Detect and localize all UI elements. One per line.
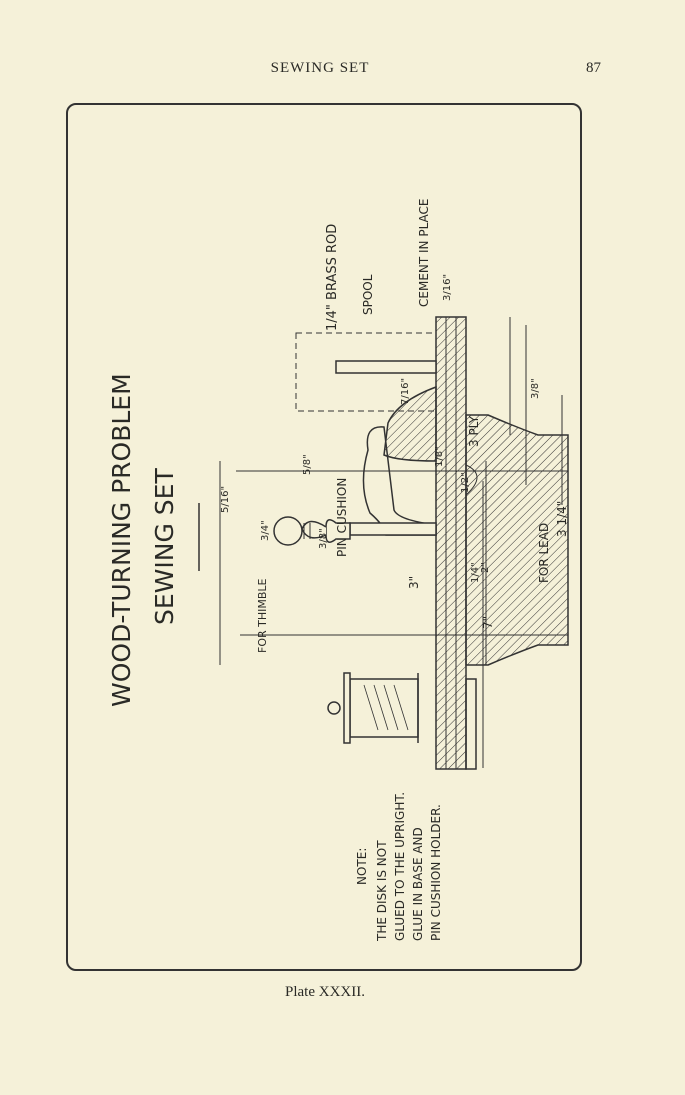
note-line-4: PIN CUSHION HOLDER.	[429, 804, 443, 941]
dim-1-4: 1/4"	[470, 562, 481, 583]
label-pin-cushion: PIN CUSHION	[335, 478, 349, 557]
spool-outline	[295, 332, 437, 412]
dimension-lines	[219, 317, 568, 768]
label-three-ply: 3 PLY	[467, 415, 481, 447]
pin-cushion-holder	[383, 385, 437, 462]
dim-1-2: 1/2"	[460, 472, 471, 493]
note-line-3: GLUE IN BASE AND	[411, 827, 425, 941]
dim-3-1-4: 3 1/4"	[555, 501, 569, 537]
note-line-1: THE DISK IS NOT	[375, 840, 389, 942]
base-disk	[435, 316, 467, 770]
technical-drawing: WOOD-TURNING PROBLEM SEWING SET	[107, 198, 569, 942]
dim-3-4: 3/4"	[260, 520, 271, 541]
label-spool: SPOOL	[361, 274, 375, 315]
plate-title-line1: WOOD-TURNING PROBLEM	[107, 373, 136, 707]
dim-3-16: 3/16"	[442, 274, 453, 301]
label-for-lead: FOR LEAD	[537, 523, 551, 583]
brass-rod	[335, 360, 437, 374]
plate-frame: WOOD-TURNING PROBLEM SEWING SET	[66, 103, 582, 971]
dim-1-8: 1/8"	[434, 446, 445, 467]
dim-3in: 3"	[407, 576, 421, 589]
running-head: SEWING SET 87	[0, 60, 685, 84]
upright-spindle	[349, 522, 437, 536]
running-head-title: SEWING SET	[270, 60, 370, 76]
page-number: 87	[586, 60, 601, 76]
dim-5-16: 5/16"	[220, 486, 231, 513]
note-block: NOTE: THE DISK IS NOT GLUED TO THE UPRIG…	[355, 792, 443, 942]
label-brass-rod: 1/4" BRASS ROD	[325, 224, 340, 331]
label-cement: CEMENT IN PLACE	[417, 198, 431, 307]
plate-title-line2: SEWING SET	[150, 468, 179, 625]
spindle-knob	[273, 516, 303, 546]
dim-7in: 7"	[481, 616, 495, 629]
dim-7-16: 7/16"	[400, 378, 411, 405]
note-heading: NOTE:	[355, 848, 369, 885]
note-line-2: GLUED TO THE UPRIGHT.	[393, 792, 407, 941]
dim-3-8-b: 3/8"	[530, 378, 541, 399]
dim-2in: 2"	[480, 562, 491, 573]
dim-3-8: 3/8"	[318, 528, 329, 549]
pin-cushion	[362, 426, 437, 536]
label-for-thimble: FOR THIMBLE	[256, 578, 269, 653]
dim-5-8: 5/8"	[302, 454, 313, 475]
plate-caption: Plate XXXII.	[285, 984, 365, 1000]
base-pedestal	[465, 414, 569, 666]
